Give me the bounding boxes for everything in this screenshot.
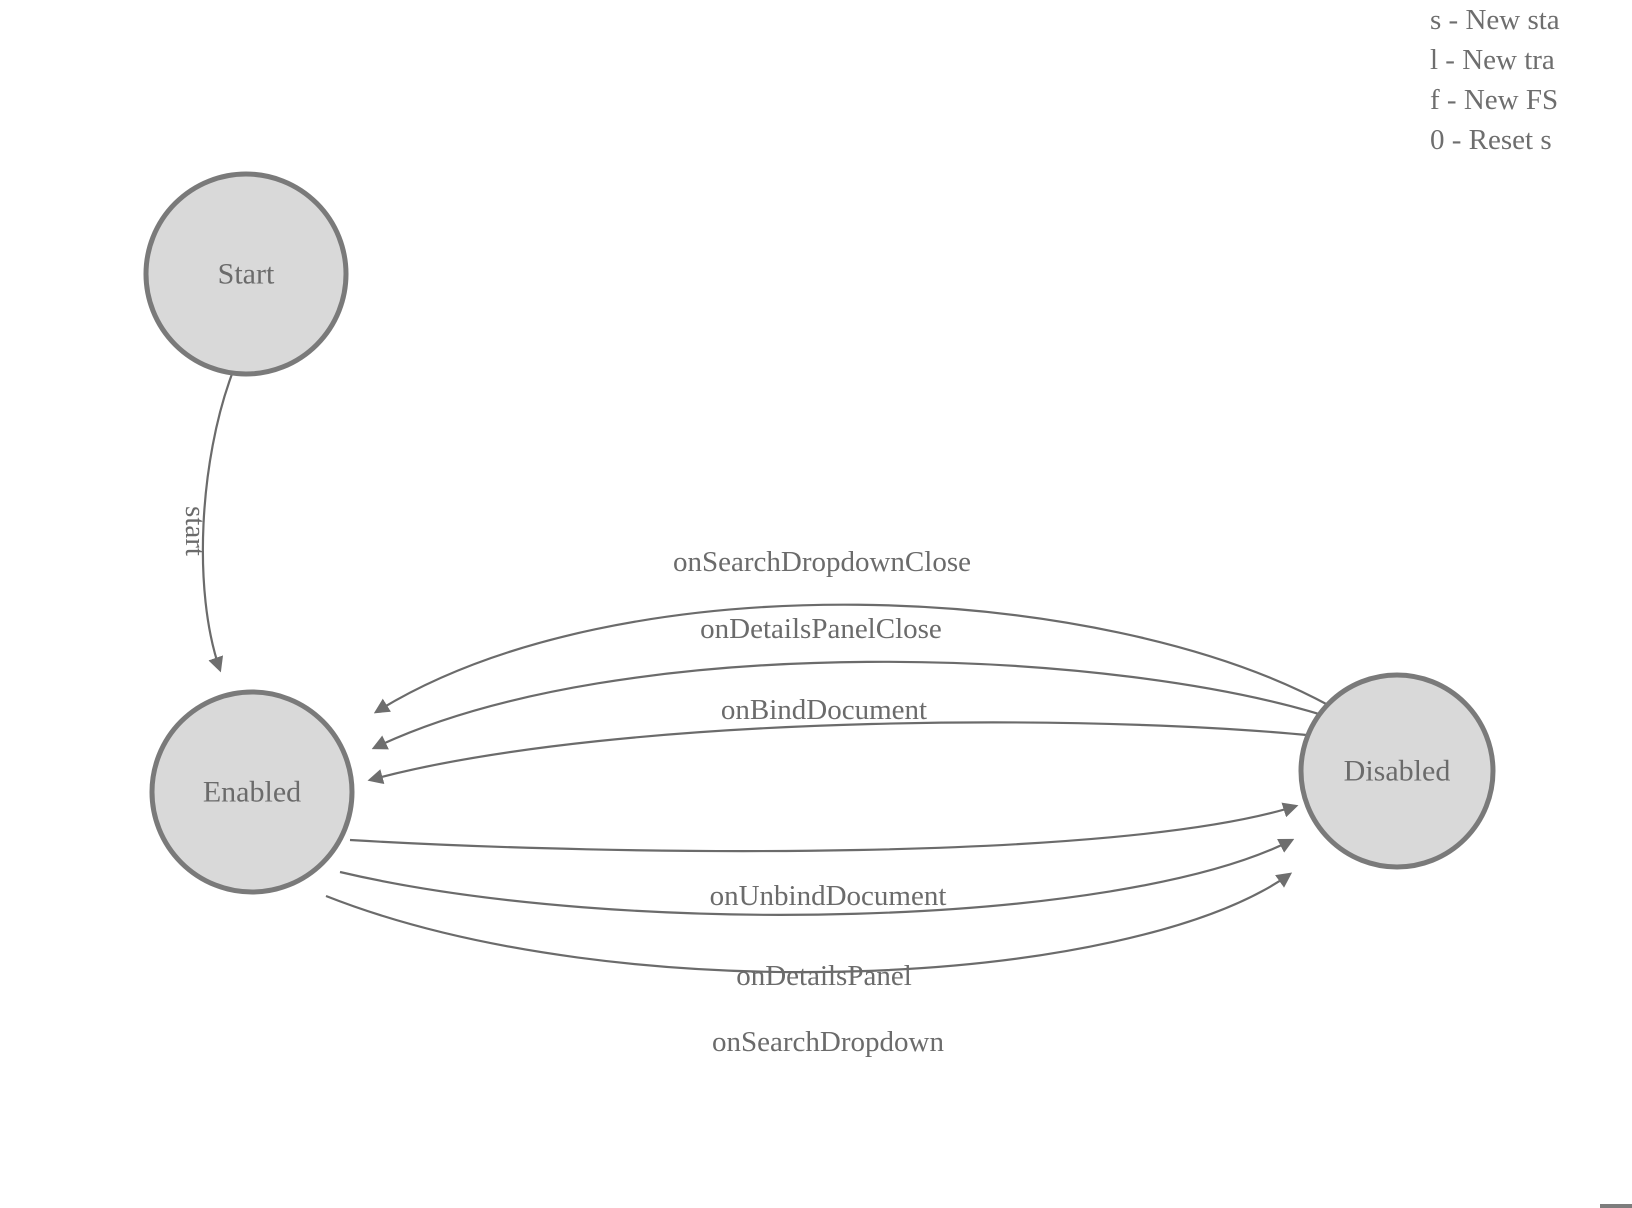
- node-disabled[interactable]: Disabled: [1298, 672, 1496, 870]
- node-enabled-circle[interactable]: [149, 689, 355, 895]
- edge-label-group: start onSearchDropdownClose onDetailsPan…: [179, 506, 971, 1058]
- help-line-new-fsm: f - New FS: [1430, 84, 1559, 116]
- help-line-new-state: s - New sta: [1430, 4, 1560, 36]
- edge-disabled-enabled-3[interactable]: [367, 721, 1353, 785]
- edge-disabled-enabled-2[interactable]: [371, 660, 1345, 750]
- edge-label-on-search-dropdown: onSearchDropdown: [712, 1026, 944, 1058]
- edge-label-on-details-panel-close: onDetailsPanelClose: [700, 613, 942, 645]
- edge-label-start: start: [179, 506, 211, 556]
- node-start-label: Start: [218, 258, 275, 291]
- help-line-reset: 0 - Reset s: [1430, 124, 1552, 156]
- edge-label-on-unbind-document: onUnbindDocument: [710, 880, 947, 912]
- node-enabled[interactable]: Enabled: [149, 689, 355, 895]
- edge-enabled-disabled-3[interactable]: [325, 872, 1293, 974]
- node-disabled-circle[interactable]: [1298, 672, 1496, 870]
- edge-label-on-bind-document: onBindDocument: [721, 694, 927, 726]
- canvas-corner-marker: [1600, 1172, 1632, 1208]
- node-enabled-label: Enabled: [203, 776, 301, 809]
- edge-label-on-search-dropdown-close: onSearchDropdownClose: [673, 546, 971, 578]
- edge-enabled-disabled-1[interactable]: [349, 802, 1299, 853]
- edge-start-enabled[interactable]: [201, 373, 234, 673]
- edge-disabled-enabled-1[interactable]: [373, 603, 1331, 714]
- node-start-circle[interactable]: [143, 171, 349, 377]
- edge-label-on-details-panel: onDetailsPanel: [736, 960, 912, 992]
- keyboard-shortcut-help: s - New sta l - New tra f - New FS 0 - R…: [1430, 0, 1632, 160]
- node-start[interactable]: Start: [143, 171, 349, 377]
- edge-group: [201, 373, 1353, 974]
- node-disabled-label: Disabled: [1344, 755, 1451, 788]
- help-line-new-transition: l - New tra: [1430, 44, 1555, 76]
- edge-enabled-disabled-2[interactable]: [339, 838, 1295, 916]
